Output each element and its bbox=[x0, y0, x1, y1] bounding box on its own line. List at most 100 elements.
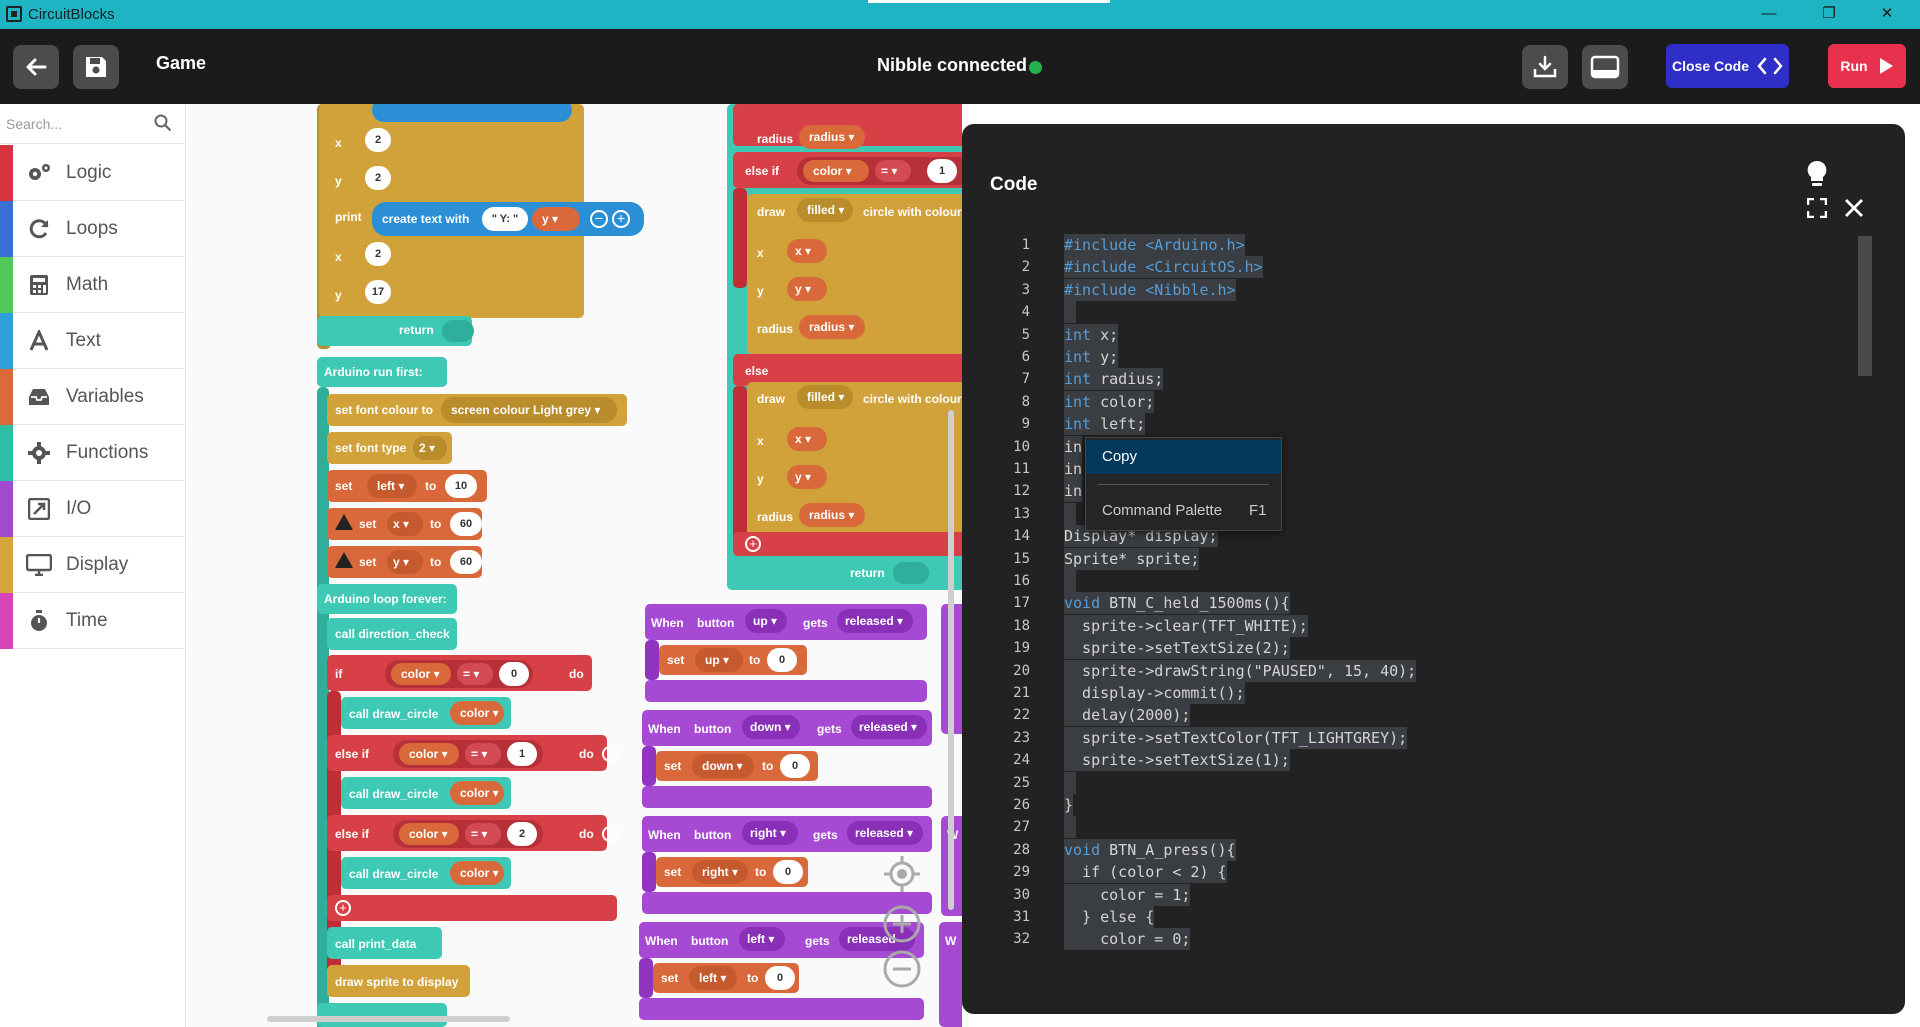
font-type-dropdown[interactable]: 2 ▾ bbox=[413, 436, 447, 460]
fill-mode-dropdown[interactable]: filled ▾ bbox=[797, 198, 853, 222]
text-string-value[interactable]: " Y: " bbox=[482, 207, 528, 231]
variable-dropdown[interactable]: up ▾ bbox=[695, 648, 743, 672]
call-print-data-block[interactable] bbox=[327, 927, 442, 959]
category-functions[interactable]: Functions bbox=[0, 425, 186, 481]
category-text[interactable]: Text bbox=[0, 313, 186, 369]
button-dropdown[interactable]: right ▾ bbox=[742, 821, 798, 845]
left-value[interactable]: 10 bbox=[445, 474, 477, 498]
add-branch-icon[interactable]: + bbox=[745, 536, 761, 552]
close-code-button[interactable]: Close Code bbox=[1666, 44, 1789, 88]
category-io[interactable]: I/O bbox=[0, 481, 186, 537]
run-button[interactable]: Run bbox=[1828, 44, 1906, 88]
left-variable-dropdown[interactable]: left ▾ bbox=[367, 474, 417, 498]
screen-colour-dropdown[interactable]: screen colour Light grey ▾ bbox=[441, 397, 617, 423]
operator-dropdown[interactable]: = ▾ bbox=[457, 663, 493, 685]
category-time[interactable]: Time bbox=[0, 593, 186, 649]
partial-block-right[interactable] bbox=[939, 922, 962, 1027]
button-dropdown[interactable]: up ▾ bbox=[745, 609, 787, 633]
add-else-if-icon[interactable]: + bbox=[335, 900, 351, 916]
download-button[interactable] bbox=[1522, 45, 1568, 89]
radius-variable-dropdown[interactable]: radius ▾ bbox=[799, 315, 865, 339]
set-value[interactable]: 0 bbox=[767, 648, 797, 672]
back-button[interactable] bbox=[13, 45, 59, 89]
create-text-block-partial[interactable] bbox=[372, 104, 572, 122]
close-code-panel-button[interactable] bbox=[1844, 198, 1864, 223]
toggle-console-button[interactable] bbox=[1582, 45, 1628, 89]
set-value[interactable]: 0 bbox=[765, 966, 795, 990]
color-variable-dropdown[interactable]: color ▾ bbox=[803, 160, 869, 182]
color-variable-dropdown[interactable]: color ▾ bbox=[399, 823, 459, 845]
set-value[interactable]: 0 bbox=[773, 860, 803, 884]
color-arg-dropdown[interactable]: color ▾ bbox=[450, 781, 504, 805]
hint-bulb-button[interactable] bbox=[1806, 160, 1828, 193]
x-value[interactable]: 2 bbox=[365, 128, 391, 152]
y-value[interactable]: 17 bbox=[365, 280, 391, 304]
compare-value[interactable]: 0 bbox=[499, 662, 529, 686]
y-variable-dropdown[interactable]: y ▾ bbox=[787, 465, 827, 489]
add-input-icon[interactable]: + bbox=[612, 210, 630, 228]
remove-else-if-icon[interactable]: − bbox=[602, 826, 618, 842]
x-variable-dropdown[interactable]: x ▾ bbox=[787, 239, 827, 263]
else-branch[interactable] bbox=[733, 354, 962, 386]
zoom-in-button[interactable] bbox=[882, 904, 922, 949]
maximize-button[interactable]: ❐ bbox=[1822, 5, 1836, 22]
y-value[interactable]: 2 bbox=[365, 166, 391, 190]
fill-mode-dropdown[interactable]: filled ▾ bbox=[797, 385, 853, 409]
event-type-dropdown[interactable]: released ▾ bbox=[837, 609, 913, 633]
variable-dropdown[interactable]: down ▾ bbox=[692, 754, 754, 778]
category-display[interactable]: Display bbox=[0, 537, 186, 593]
blocks-workspace[interactable]: x 2 y 2 print create text with " Y: " y … bbox=[187, 104, 962, 1027]
context-menu-command-palette[interactable]: Command Palette bbox=[1102, 502, 1223, 519]
color-variable-dropdown[interactable]: color ▾ bbox=[391, 663, 451, 685]
workspace-horizontal-scrollbar[interactable] bbox=[267, 1016, 510, 1022]
radius-variable-dropdown[interactable]: radius ▾ bbox=[799, 503, 865, 527]
operator-dropdown[interactable]: = ▾ bbox=[465, 743, 501, 765]
remove-input-icon[interactable]: − bbox=[590, 210, 608, 228]
run-first-hat[interactable] bbox=[317, 357, 447, 387]
warning-icon[interactable] bbox=[335, 552, 353, 568]
return-slot[interactable] bbox=[893, 562, 929, 584]
y-variable-dropdown[interactable]: y ▾ bbox=[532, 207, 580, 231]
warning-icon[interactable] bbox=[335, 514, 353, 530]
compare-value[interactable]: 1 bbox=[507, 742, 537, 766]
context-menu-copy[interactable]: Copy bbox=[1086, 440, 1281, 474]
set-value[interactable]: 0 bbox=[780, 754, 810, 778]
color-arg-dropdown[interactable]: color ▾ bbox=[450, 701, 504, 725]
zoom-out-button[interactable] bbox=[882, 949, 922, 994]
button-dropdown[interactable]: down ▾ bbox=[742, 715, 800, 739]
remove-else-if-icon[interactable]: − bbox=[602, 746, 618, 762]
category-loops[interactable]: Loops bbox=[0, 201, 186, 257]
compare-value[interactable]: 1 bbox=[927, 159, 957, 183]
variable-dropdown[interactable]: left ▾ bbox=[689, 966, 737, 990]
event-type-dropdown[interactable]: released ▾ bbox=[847, 821, 923, 845]
x-variable-dropdown[interactable]: x ▾ bbox=[387, 512, 423, 536]
operator-dropdown[interactable]: = ▾ bbox=[875, 160, 911, 182]
workspace-vertical-scrollbar[interactable] bbox=[948, 410, 954, 910]
operator-dropdown[interactable]: = ▾ bbox=[465, 823, 501, 845]
save-button[interactable] bbox=[73, 45, 119, 89]
search-input[interactable] bbox=[6, 112, 146, 136]
color-arg-dropdown[interactable]: color ▾ bbox=[450, 861, 504, 885]
y-variable-dropdown[interactable]: y ▾ bbox=[387, 550, 423, 574]
y-set-value[interactable]: 60 bbox=[450, 550, 482, 574]
return-slot[interactable] bbox=[442, 320, 474, 342]
y-variable-dropdown[interactable]: y ▾ bbox=[787, 277, 827, 301]
variable-dropdown[interactable]: right ▾ bbox=[692, 860, 748, 884]
button-dropdown[interactable]: left ▾ bbox=[739, 927, 785, 951]
color-variable-dropdown[interactable]: color ▾ bbox=[399, 743, 459, 765]
event-type-dropdown[interactable]: released ▾ bbox=[851, 715, 927, 739]
call-direction-check-block[interactable] bbox=[327, 618, 457, 650]
category-variables[interactable]: Variables bbox=[0, 369, 186, 425]
draw-sprite-block[interactable] bbox=[327, 965, 470, 997]
compare-value[interactable]: 2 bbox=[507, 822, 537, 846]
category-math[interactable]: Math bbox=[0, 257, 186, 313]
close-window-button[interactable]: ✕ bbox=[1880, 5, 1894, 22]
fullscreen-button[interactable] bbox=[1806, 197, 1828, 223]
radius-variable-dropdown[interactable]: radius ▾ bbox=[799, 125, 865, 149]
minimize-button[interactable]: — bbox=[1761, 5, 1777, 22]
x-variable-dropdown[interactable]: x ▾ bbox=[787, 427, 827, 451]
code-scrollbar-thumb[interactable] bbox=[1858, 236, 1872, 376]
recenter-button[interactable] bbox=[882, 854, 922, 899]
code-editor[interactable]: 1#include <Arduino.h>2#include <CircuitO… bbox=[992, 234, 1822, 984]
category-logic[interactable]: Logic bbox=[0, 145, 186, 201]
